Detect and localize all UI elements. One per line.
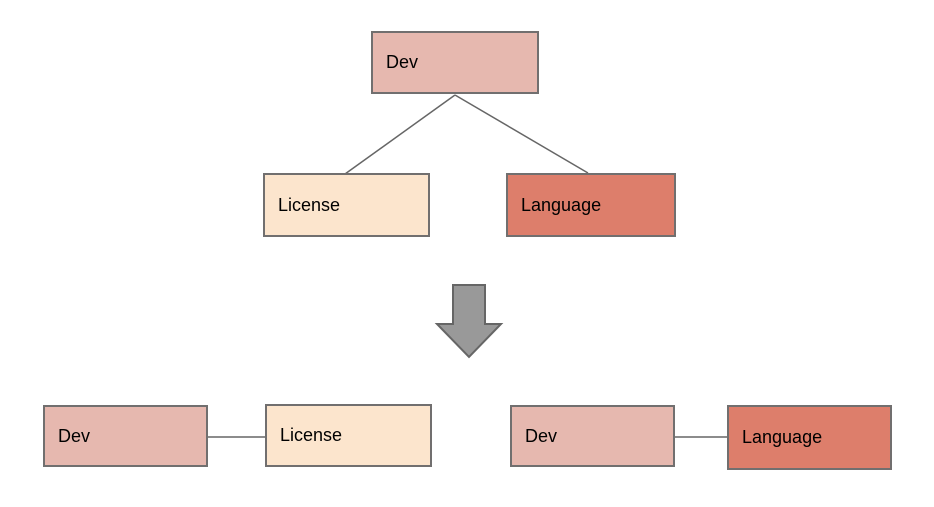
node-label: License [278,194,341,215]
node-dev-root: Dev [371,31,539,94]
node-language-pair: Language [727,405,892,470]
node-license-child: License [263,173,430,237]
node-dev-pair-left: Dev [43,405,208,467]
node-dev-pair-right: Dev [510,405,675,467]
node-label: Dev [525,425,558,446]
node-label: License [280,425,343,445]
node-label: Language [521,194,602,215]
edge-dev-language [454,94,589,174]
node-license-pair: License [265,404,432,467]
node-label: Dev [58,425,91,446]
node-language-child: Language [506,173,676,237]
edge-dev-license [344,94,456,175]
node-label: Language [742,427,823,447]
down-arrow-icon [434,284,504,359]
node-label: Dev [386,52,419,72]
